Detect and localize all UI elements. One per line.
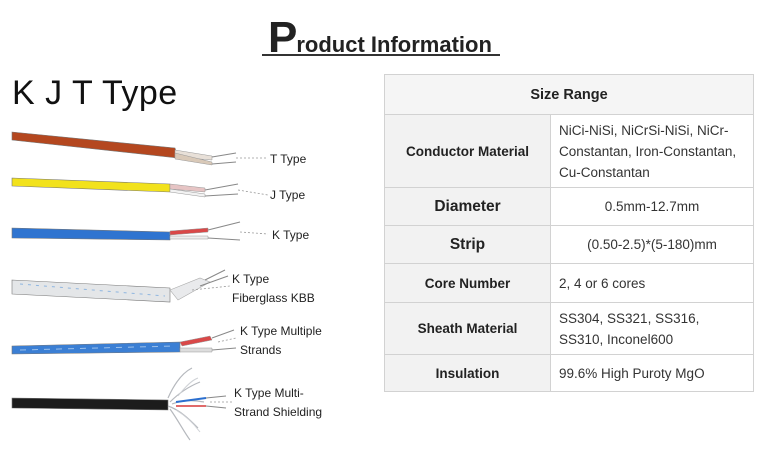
section-header: Product Information — [0, 10, 771, 60]
spec-value: (0.50-2.5)*(5-180)mm — [550, 225, 754, 264]
spec-row-insulation: Insulation 99.6% High Puroty MgO — [384, 354, 754, 392]
spec-row-strip: Strip (0.50-2.5)*(5-180)mm — [384, 225, 754, 264]
spec-table: Size Range Conductor Material NiCi-NiSi,… — [384, 74, 754, 392]
spec-key: Diameter — [384, 187, 551, 226]
wire-label-line2: Strand Shielding — [234, 405, 323, 419]
wire-label-k-multistrand: K Type Multiple Strands — [240, 322, 322, 360]
wire-label-line1: K Type — [232, 272, 270, 286]
spec-row-conductor-material: Conductor Material NiCi-NiSi, NiCrSi-NiS… — [384, 114, 754, 188]
spec-value: NiCi-NiSi, NiCrSi-NiSi, NiCr-Constantan,… — [550, 114, 754, 188]
spec-row-core-number: Core Number 2, 4 or 6 cores — [384, 263, 754, 303]
wire-jacket — [11, 279, 171, 303]
spec-table-header: Size Range — [384, 74, 754, 115]
wire-label-line1: J Type — [270, 188, 306, 202]
spec-key: Core Number — [384, 263, 551, 303]
wire-label-t-type: T Type — [270, 150, 306, 169]
wire-jacket — [11, 177, 171, 193]
wire-label-line2: Fiberglass KBB — [232, 291, 315, 305]
spec-row-diameter: Diameter 0.5mm-12.7mm — [384, 187, 754, 226]
wire-k-shielded-illustration — [11, 367, 232, 441]
wire-jacket — [11, 131, 179, 159]
wire-illustrations-svg — [11, 131, 269, 441]
wire-label-k-fiberglass: K Type Fiberglass KBB — [232, 270, 315, 308]
wire-label-line1: K Type — [272, 228, 310, 242]
wire-label-line1: T Type — [270, 152, 307, 166]
wire-k-multistrand-illustration — [11, 329, 237, 355]
wire-jacket — [11, 227, 171, 241]
wire-j-type-illustration — [11, 177, 269, 198]
wire-jacket — [11, 397, 169, 411]
spec-key: Strip — [384, 225, 551, 264]
spec-key: Sheath Material — [384, 302, 551, 355]
spec-key: Conductor Material — [384, 114, 551, 188]
wire-types-title: K J T Type — [12, 74, 178, 112]
spec-value: 0.5mm-12.7mm — [550, 187, 754, 226]
wire-label-k-shielded: K Type Multi- Strand Shielding — [234, 384, 322, 422]
wire-illustrations: T Type J Type K Type K Type Fiberglass K… — [0, 110, 380, 454]
wire-label-line2: Strands — [240, 343, 282, 357]
wire-label-k-type: K Type — [272, 226, 309, 245]
spec-row-sheath-material: Sheath Material SS304, SS321, SS316, SS3… — [384, 302, 754, 355]
wire-label-j-type: J Type — [270, 186, 305, 205]
wire-label-line1: K Type Multi- — [234, 386, 304, 400]
spec-key: Insulation — [384, 354, 551, 392]
spec-value: 2, 4 or 6 cores — [550, 263, 754, 303]
wire-t-type-illustration — [11, 131, 268, 166]
spec-value: SS304, SS321, SS316, SS310, Inconel600 — [550, 302, 754, 355]
section-title-rest: roduct Information — [296, 32, 492, 57]
section-title: Product Information — [268, 16, 492, 67]
section-title-initial: P — [268, 13, 297, 62]
wire-label-line1: K Type Multiple — [240, 324, 322, 338]
spec-value: 99.6% High Puroty MgO — [550, 354, 754, 392]
title-underline — [262, 54, 500, 56]
wire-k-type-illustration — [11, 221, 269, 241]
wire-k-fiberglass-illustration — [11, 269, 231, 303]
